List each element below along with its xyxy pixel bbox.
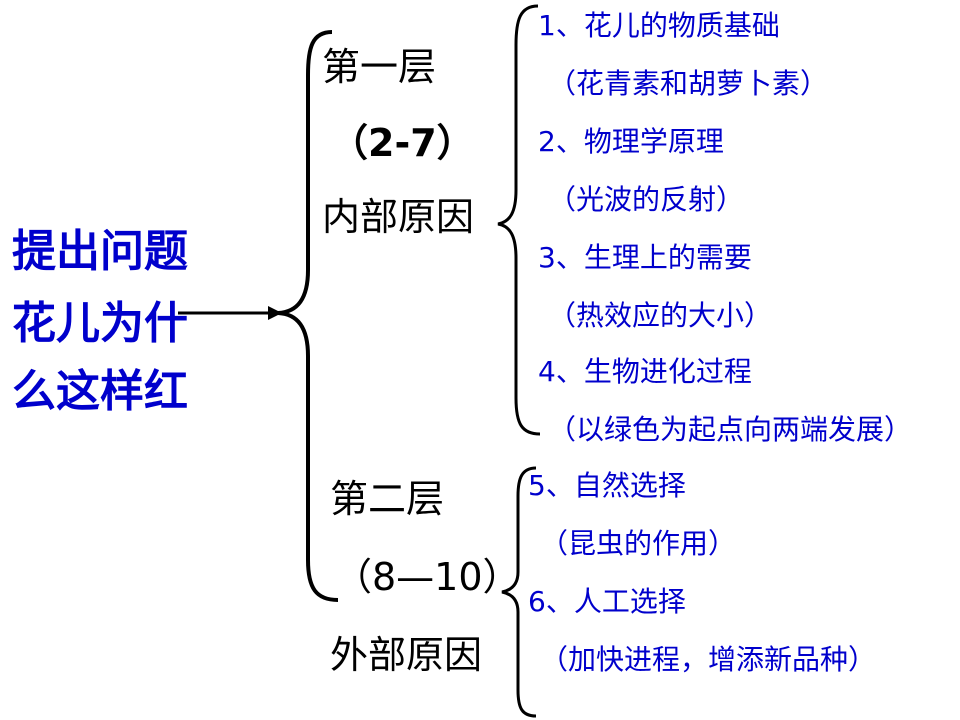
layer1-item-3-note: （热效应的大小） <box>548 299 773 332</box>
layer1-subtitle: 内部原因 <box>322 195 475 239</box>
layer2-item-5-note: （昆虫的作用） <box>540 527 737 560</box>
layer2-item-5: 5、自然选择 <box>528 469 686 502</box>
layer1-range: （2-7） <box>330 121 475 165</box>
layer1-item-1-note: （花青素和胡萝卜素） <box>548 67 829 100</box>
root-line-3: 么这样红 <box>12 366 188 417</box>
layer2-title: 第二层 <box>330 477 445 521</box>
layer2-brace <box>501 466 537 718</box>
layer1-title: 第一层 <box>322 45 437 89</box>
layer1-item-4: 4、生物进化过程 <box>538 355 752 388</box>
layer1-item-1: 1、花儿的物质基础 <box>538 9 780 42</box>
root-line-1: 提出问题 <box>12 226 188 277</box>
layer1-brace <box>497 4 541 436</box>
layer1-item-4-note: （以绿色为起点向两端发展） <box>548 413 913 446</box>
layer1-item-2-note: （光波的反射） <box>548 183 745 216</box>
layer2-subtitle: 外部原因 <box>330 633 483 677</box>
layer2-range: （8—10） <box>334 555 521 599</box>
layer2-item-6-note: （加快进程，增添新品种） <box>540 643 877 676</box>
root-line-2: 花儿为什 <box>12 298 188 349</box>
layer1-item-3: 3、生理上的需要 <box>538 241 752 274</box>
layer2-item-6: 6、人工选择 <box>528 585 686 618</box>
main-brace <box>277 30 339 602</box>
layer1-item-2: 2、物理学原理 <box>538 125 724 158</box>
root-arrow-head <box>268 306 282 320</box>
